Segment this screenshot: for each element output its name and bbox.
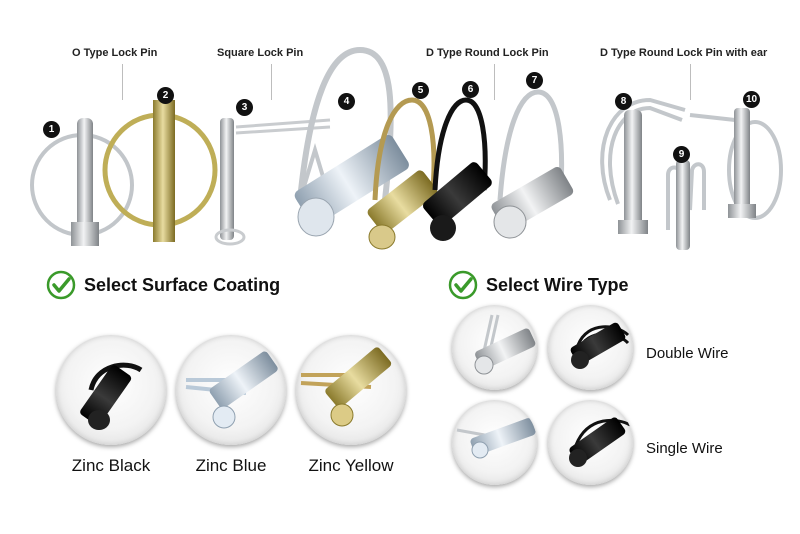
wire-swatch-single-black (548, 400, 633, 485)
pin-7-d-type-steel (491, 89, 574, 239)
wire-label-double: Double Wire (646, 345, 729, 362)
leader-line (690, 64, 691, 100)
wire-label-single: Single Wire (646, 440, 723, 457)
surface-coating-heading: Select Surface Coating (46, 270, 280, 300)
pin-number-badge: 1 (43, 121, 60, 138)
pin-10-d-type-ear (689, 108, 783, 220)
pin-6-d-type-black (422, 97, 492, 241)
check-circle-icon (46, 270, 76, 300)
pin-number-badge: 8 (615, 93, 632, 110)
leader-line (122, 64, 123, 100)
coating-label-zinc-blue: Zinc Blue (195, 456, 267, 475)
pin-number-badge: 3 (236, 99, 253, 116)
lock-pins-illustration (30, 46, 783, 250)
pin-number-badge: 5 (412, 82, 429, 99)
pin-3-square (214, 118, 331, 246)
pin-number-badge: 9 (673, 146, 690, 163)
wire-swatch-double-steel (452, 305, 537, 390)
coating-label-zinc-black: Zinc Black (71, 456, 151, 475)
leader-line (494, 64, 495, 100)
pin-2-o-type-yellow (102, 100, 218, 242)
surface-coating-title: Select Surface Coating (84, 274, 281, 295)
pin-8-d-type-ear (600, 97, 686, 234)
coating-label-zinc-yellow: Zinc Yellow (308, 456, 394, 475)
wire-type-heading: Select Wire Type (448, 270, 629, 300)
pin-5-d-type-yellow (367, 97, 438, 250)
category-label-o-type: O Type Lock Pin (72, 47, 158, 59)
pin-number-badge: 4 (338, 93, 355, 110)
leader-line (271, 64, 272, 100)
coating-swatch-zinc-blue (176, 335, 286, 445)
check-circle-icon (448, 270, 478, 300)
wire-type-title: Select Wire Type (486, 274, 629, 295)
coating-swatch-zinc-black (56, 335, 166, 445)
pin-number-badge: 10 (743, 91, 760, 108)
category-label-d-type-ear: D Type Round Lock Pin with ear (600, 47, 768, 59)
pin-number-badge: 6 (462, 81, 479, 98)
category-label-d-type: D Type Round Lock Pin (426, 47, 549, 59)
wire-swatch-double-black (548, 305, 633, 390)
pin-9-d-type-ear (666, 160, 706, 250)
category-label-square: Square Lock Pin (217, 47, 304, 59)
pin-number-badge: 7 (526, 72, 543, 89)
pin-number-badge: 2 (157, 87, 174, 104)
wire-swatch-single-steel (452, 400, 537, 485)
pin-1-o-type (30, 118, 134, 246)
coating-swatch-zinc-yellow (296, 335, 406, 445)
